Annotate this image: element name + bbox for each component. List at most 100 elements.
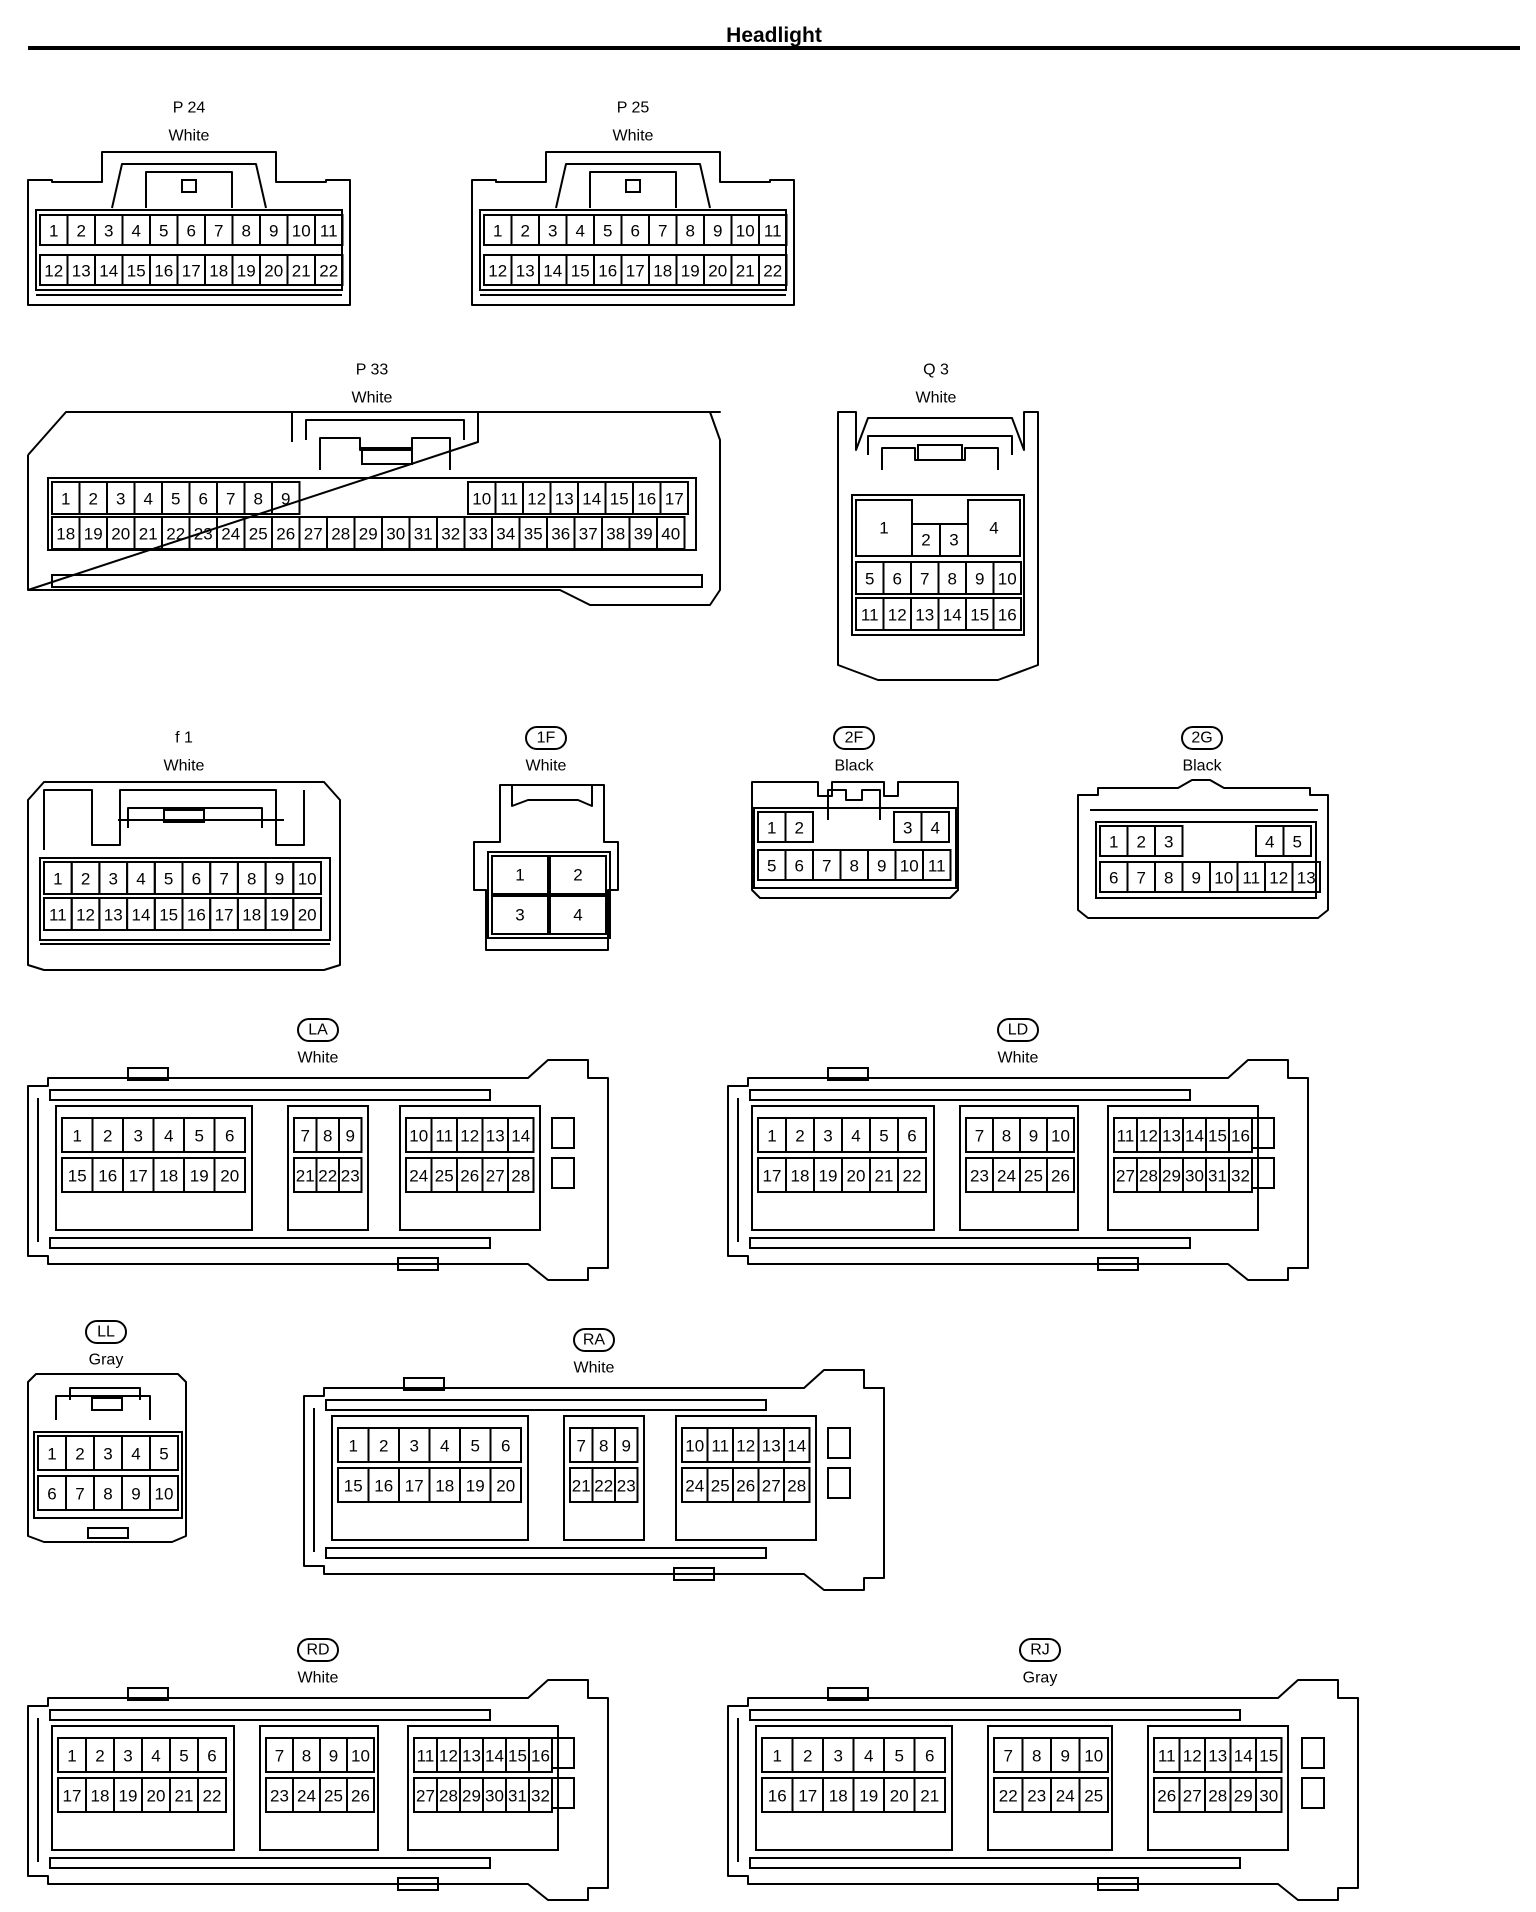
- pin-number: 8: [1002, 1127, 1011, 1146]
- pin-number: 11: [1242, 869, 1260, 888]
- pin-number: 12: [460, 1127, 479, 1146]
- pin-number: 17: [405, 1477, 424, 1496]
- pin-number: 1: [49, 222, 58, 241]
- pin-number: 24: [685, 1477, 704, 1496]
- pin-14: 14: [126, 897, 156, 931]
- pin-18: 18: [236, 897, 267, 931]
- pin-number: 3: [834, 1747, 843, 1766]
- pin-number: 18: [653, 262, 672, 281]
- pin-number: 3: [103, 1445, 112, 1464]
- pin-5: 5: [869, 1117, 899, 1153]
- pin-2: 2: [911, 523, 941, 557]
- pin-number: 16: [187, 906, 206, 925]
- pin-number: 1: [773, 1747, 782, 1766]
- pin-28: 28: [783, 1467, 811, 1503]
- pin-6: 6: [784, 849, 814, 881]
- pin-number: 1: [61, 490, 70, 509]
- pin-number: 37: [579, 525, 598, 544]
- pin-13: 13: [98, 897, 129, 931]
- pin-number: 3: [410, 1437, 419, 1456]
- pin-number: 21: [292, 262, 311, 281]
- pin-number: 5: [603, 222, 612, 241]
- pin-16: 16: [149, 254, 179, 286]
- pin-number: 28: [439, 1787, 458, 1806]
- pin-number: 15: [1259, 1747, 1278, 1766]
- pin-16: 16: [528, 1737, 553, 1773]
- pin-22: 22: [758, 254, 788, 286]
- pin-7: 7: [569, 1427, 594, 1463]
- pin-9: 9: [271, 481, 301, 515]
- pin-6: 6: [188, 481, 218, 515]
- pin-number: 12: [76, 906, 95, 925]
- pin-number: 27: [1116, 1167, 1135, 1186]
- pin-number: 16: [531, 1747, 550, 1766]
- pin-7: 7: [1126, 861, 1156, 893]
- pin-35: 35: [518, 516, 548, 550]
- pin-number: 7: [219, 870, 228, 889]
- pin-15: 15: [505, 1737, 530, 1773]
- pin-13: 13: [1204, 1737, 1232, 1773]
- pin-number: 21: [139, 525, 158, 544]
- pin-number: 27: [486, 1167, 505, 1186]
- connector-code: LD: [1008, 1022, 1028, 1039]
- pin-18: 18: [785, 1157, 815, 1193]
- pin-number: 23: [341, 1167, 360, 1186]
- pin-22: 22: [314, 254, 344, 286]
- pin-19: 19: [113, 1777, 143, 1813]
- pin-12: 12: [522, 481, 552, 515]
- pin-number: 11: [49, 906, 67, 925]
- pin-number: 2: [103, 1127, 112, 1146]
- pin-19: 19: [264, 897, 295, 931]
- pin-13: 13: [1159, 1117, 1184, 1153]
- pin-19: 19: [852, 1777, 885, 1813]
- pin-number: 19: [119, 1787, 138, 1806]
- pin-number: 12: [44, 262, 63, 281]
- pin-number: 10: [998, 570, 1017, 589]
- pin-number: 31: [414, 525, 433, 544]
- pin-4: 4: [141, 1737, 171, 1773]
- pin-number: 34: [496, 525, 515, 544]
- pin-15: 15: [1255, 1737, 1283, 1773]
- pin-number: 10: [1214, 869, 1233, 888]
- pin-number: 2: [81, 870, 90, 889]
- pin-6: 6: [1099, 861, 1129, 893]
- pin-number: 14: [543, 262, 562, 281]
- pin-20: 20: [141, 1777, 171, 1813]
- pin-8: 8: [315, 1117, 340, 1153]
- pin-number: 25: [324, 1787, 343, 1806]
- connector-code-badge: [525, 726, 567, 750]
- pin-2: 2: [91, 1117, 124, 1153]
- connector-color: White: [169, 128, 210, 145]
- connector-code: LA: [308, 1022, 328, 1039]
- pin-number: 4: [151, 1747, 160, 1766]
- pin-number: 15: [571, 262, 590, 281]
- pin-number: 16: [154, 262, 173, 281]
- pin-number: 25: [711, 1477, 730, 1496]
- pin-31: 31: [505, 1777, 530, 1813]
- pin-4: 4: [920, 811, 950, 843]
- pin-20: 20: [841, 1157, 871, 1193]
- pin-number: 2: [95, 1747, 104, 1766]
- pin-6: 6: [489, 1427, 522, 1463]
- pin-24: 24: [216, 516, 246, 550]
- pin-24: 24: [992, 1157, 1021, 1193]
- pin-number: 11: [500, 490, 518, 509]
- pin-number: 13: [915, 606, 934, 625]
- pin-25: 25: [243, 516, 273, 550]
- pin-14: 14: [482, 1737, 507, 1773]
- pin-number: 9: [877, 857, 886, 876]
- pin-number: 11: [1117, 1127, 1135, 1146]
- pin-number: 11: [417, 1747, 435, 1766]
- pin-number: 19: [190, 1167, 209, 1186]
- pin-number: 6: [192, 870, 201, 889]
- pin-number: 20: [264, 262, 283, 281]
- pin-number: 21: [875, 1167, 894, 1186]
- pin-4: 4: [841, 1117, 871, 1153]
